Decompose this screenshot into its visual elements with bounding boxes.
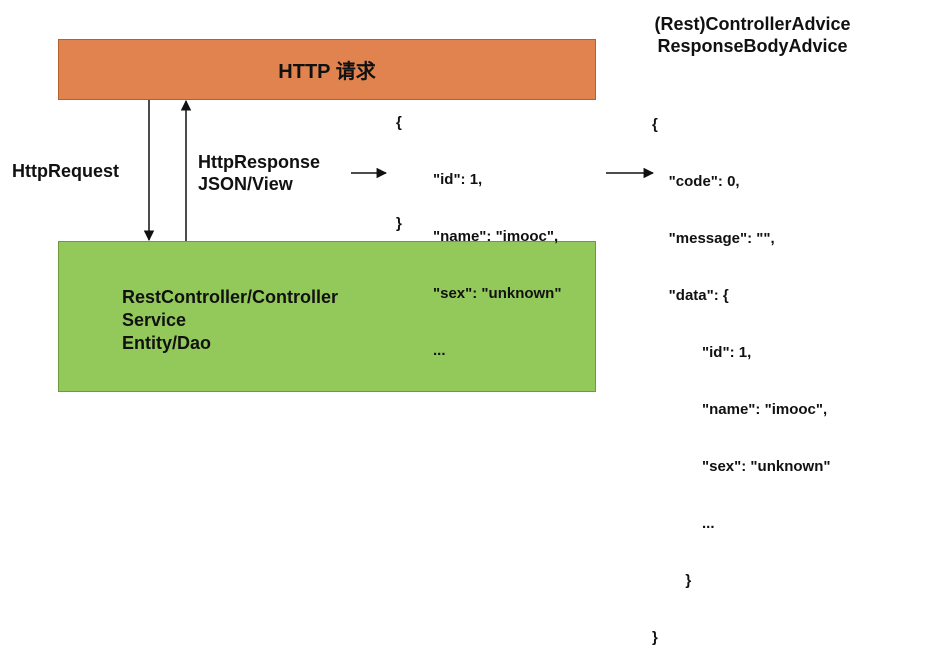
http-request-box: HTTP 请求 <box>58 39 596 100</box>
wrapped-json-line: "name": "imooc", <box>652 401 828 418</box>
advice-title-line: (Rest)ControllerAdvice <box>654 14 851 34</box>
json-view-line: JSON/View <box>198 174 293 194</box>
http-response-text: HttpResponse JSON/View <box>198 151 320 195</box>
raw-json-open-brace: { <box>396 114 402 131</box>
raw-json-line: "id": 1, <box>433 171 483 188</box>
http-request-label: HTTP 请求 <box>278 61 376 83</box>
raw-json-close-brace: } <box>396 215 402 232</box>
wrapped-json-line: "sex": "unknown" <box>652 458 831 475</box>
raw-json-body: "id": 1, "name": "imooc", "sex": "unknow… <box>433 132 561 379</box>
wrapped-json: { "code": 0, "message": "", "data": { "i… <box>652 77 830 666</box>
wrapped-json-line: } <box>652 572 692 589</box>
server-layer-list: RestController/Controller Service Entity… <box>122 286 338 355</box>
http-response-line: HttpResponse <box>198 152 321 172</box>
raw-json-line: ... <box>433 342 446 359</box>
wrapped-json-line: "message": "", <box>652 230 775 247</box>
advice-title: (Rest)ControllerAdvice ResponseBodyAdvic… <box>640 13 865 57</box>
wrapped-json-line: "data": { <box>652 287 729 304</box>
advice-title-line: ResponseBodyAdvice <box>657 36 848 56</box>
wrapped-json-line: ... <box>652 515 715 532</box>
wrapped-json-line: } <box>652 629 658 646</box>
server-layer-service: Service <box>122 310 187 330</box>
wrapped-json-line: "id": 1, <box>652 344 752 361</box>
http-request-text: HttpRequest <box>12 161 119 181</box>
raw-json-line: "name": "imooc", <box>433 228 559 245</box>
server-layer-controller: RestController/Controller <box>122 287 339 307</box>
server-layer-entity: Entity/Dao <box>122 333 212 353</box>
wrapped-json-line: { <box>652 116 658 133</box>
connector-arrows <box>143 99 655 242</box>
raw-json-line: "sex": "unknown" <box>433 285 562 302</box>
wrapped-json-line: "code": 0, <box>652 173 740 190</box>
server-layer-box: RestController/Controller Service Entity… <box>58 241 596 392</box>
